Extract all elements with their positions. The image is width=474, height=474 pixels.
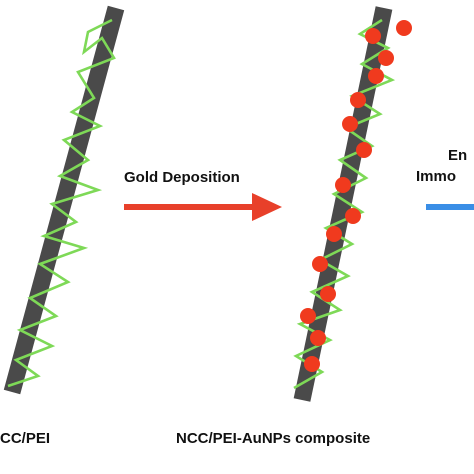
gold-nanoparticle bbox=[368, 68, 384, 84]
step2-label-line1: En bbox=[448, 147, 467, 164]
gold-nanoparticle bbox=[365, 28, 381, 44]
pei-polymer-coil-right bbox=[293, 18, 396, 390]
gold-nanoparticle bbox=[326, 226, 342, 242]
gold-nanoparticle bbox=[378, 50, 394, 66]
ncc-pei-structure bbox=[3, 5, 125, 395]
gold-nanoparticle bbox=[396, 20, 412, 36]
pei-polymer-coil-left bbox=[7, 18, 116, 388]
gold-deposition-step: Gold Deposition bbox=[124, 169, 282, 221]
gold-nanoparticles bbox=[300, 20, 412, 372]
gold-deposition-label: Gold Deposition bbox=[124, 169, 240, 186]
ncc-pei-aunps-structure bbox=[293, 6, 412, 402]
gold-nanoparticle bbox=[342, 116, 358, 132]
gold-nanoparticle bbox=[335, 177, 351, 193]
right-structure-caption: NCC/PEI-AuNPs composite bbox=[176, 430, 370, 447]
left-structure-caption: CC/PEI bbox=[0, 430, 50, 447]
gold-nanoparticle bbox=[312, 256, 328, 272]
gold-nanoparticle bbox=[300, 308, 316, 324]
gold-nanoparticle bbox=[350, 92, 366, 108]
gold-nanoparticle bbox=[345, 208, 361, 224]
gold-deposition-arrow-head bbox=[252, 193, 282, 221]
step2-label-line2: Immo bbox=[416, 168, 456, 185]
enzyme-immobilization-step: En Immo bbox=[416, 147, 474, 210]
gold-nanoparticle bbox=[304, 356, 320, 372]
gold-nanoparticle bbox=[320, 286, 336, 302]
gold-nanoparticle bbox=[310, 330, 326, 346]
gold-nanoparticle bbox=[356, 142, 372, 158]
